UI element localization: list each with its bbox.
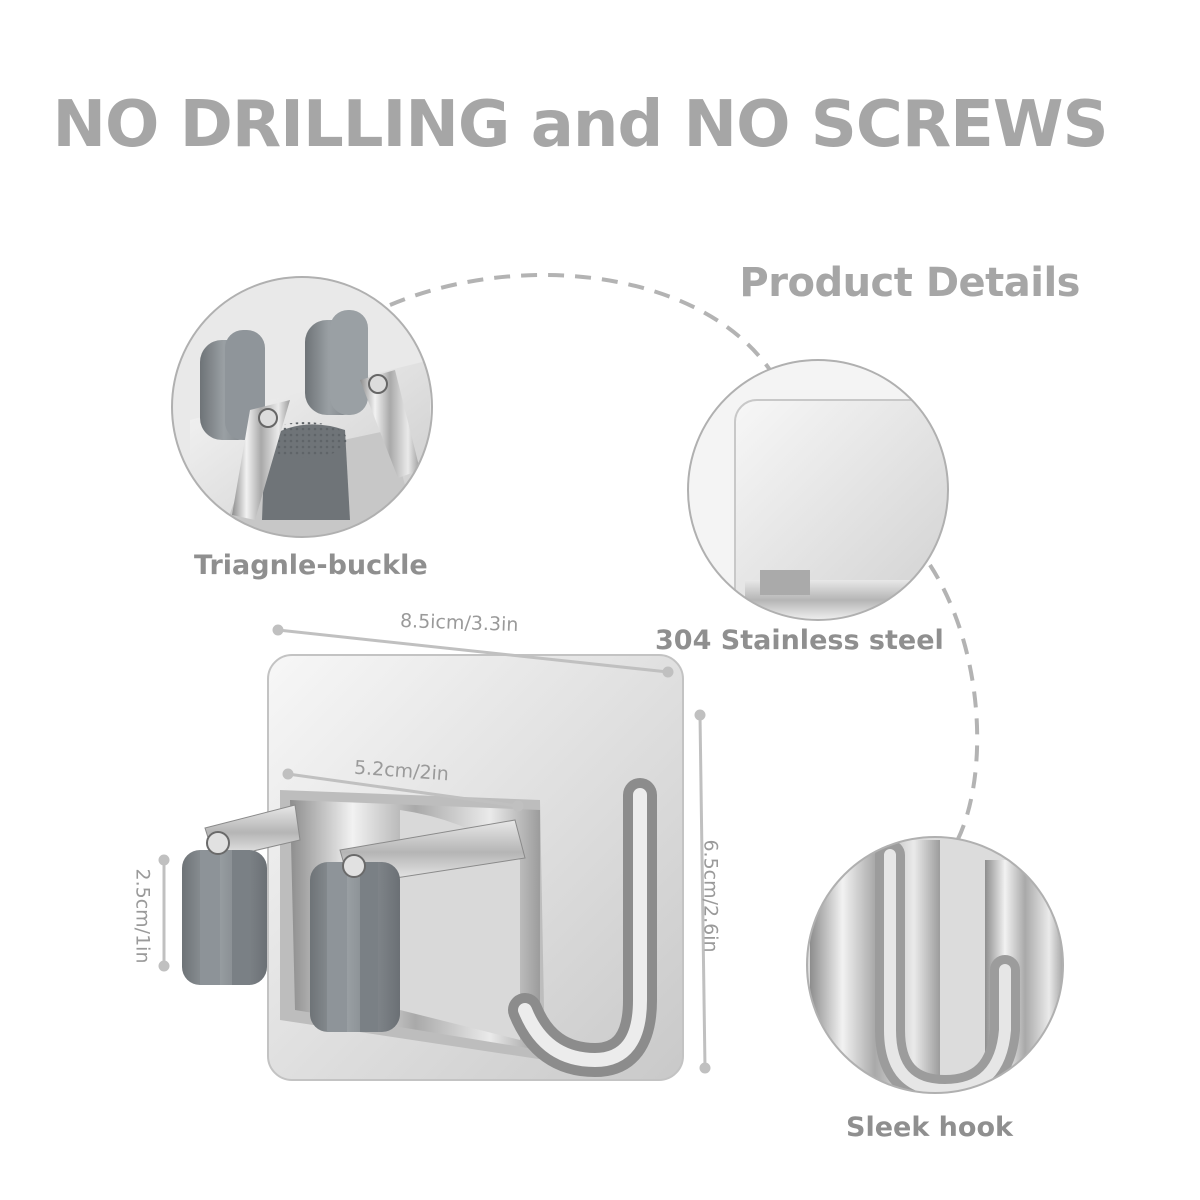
dimension-label-height-clip: 2.5cm/1in [131, 868, 154, 964]
product-main [182, 654, 684, 1081]
section-title: Product Details [739, 260, 1080, 306]
callout-label-hook: Sleek hook [846, 1112, 1013, 1143]
dimension-label-width-total: 8.5icm/3.3in [399, 609, 519, 637]
dashed-connector [389, 272, 772, 372]
headline: NO DRILLING and NO SCREWS [52, 88, 1108, 162]
zoom-circle-steel [688, 360, 948, 620]
zoom-circle-buckle [172, 277, 432, 537]
dimension-label-height-total: 6.5cm/2.6in [699, 839, 722, 953]
dashed-connector [928, 563, 980, 846]
callout-label-steel: 304 Stainless steel [655, 625, 944, 656]
callout-label-buckle: Triagnle-buckle [194, 550, 428, 581]
dimension-lines [158, 624, 711, 1074]
